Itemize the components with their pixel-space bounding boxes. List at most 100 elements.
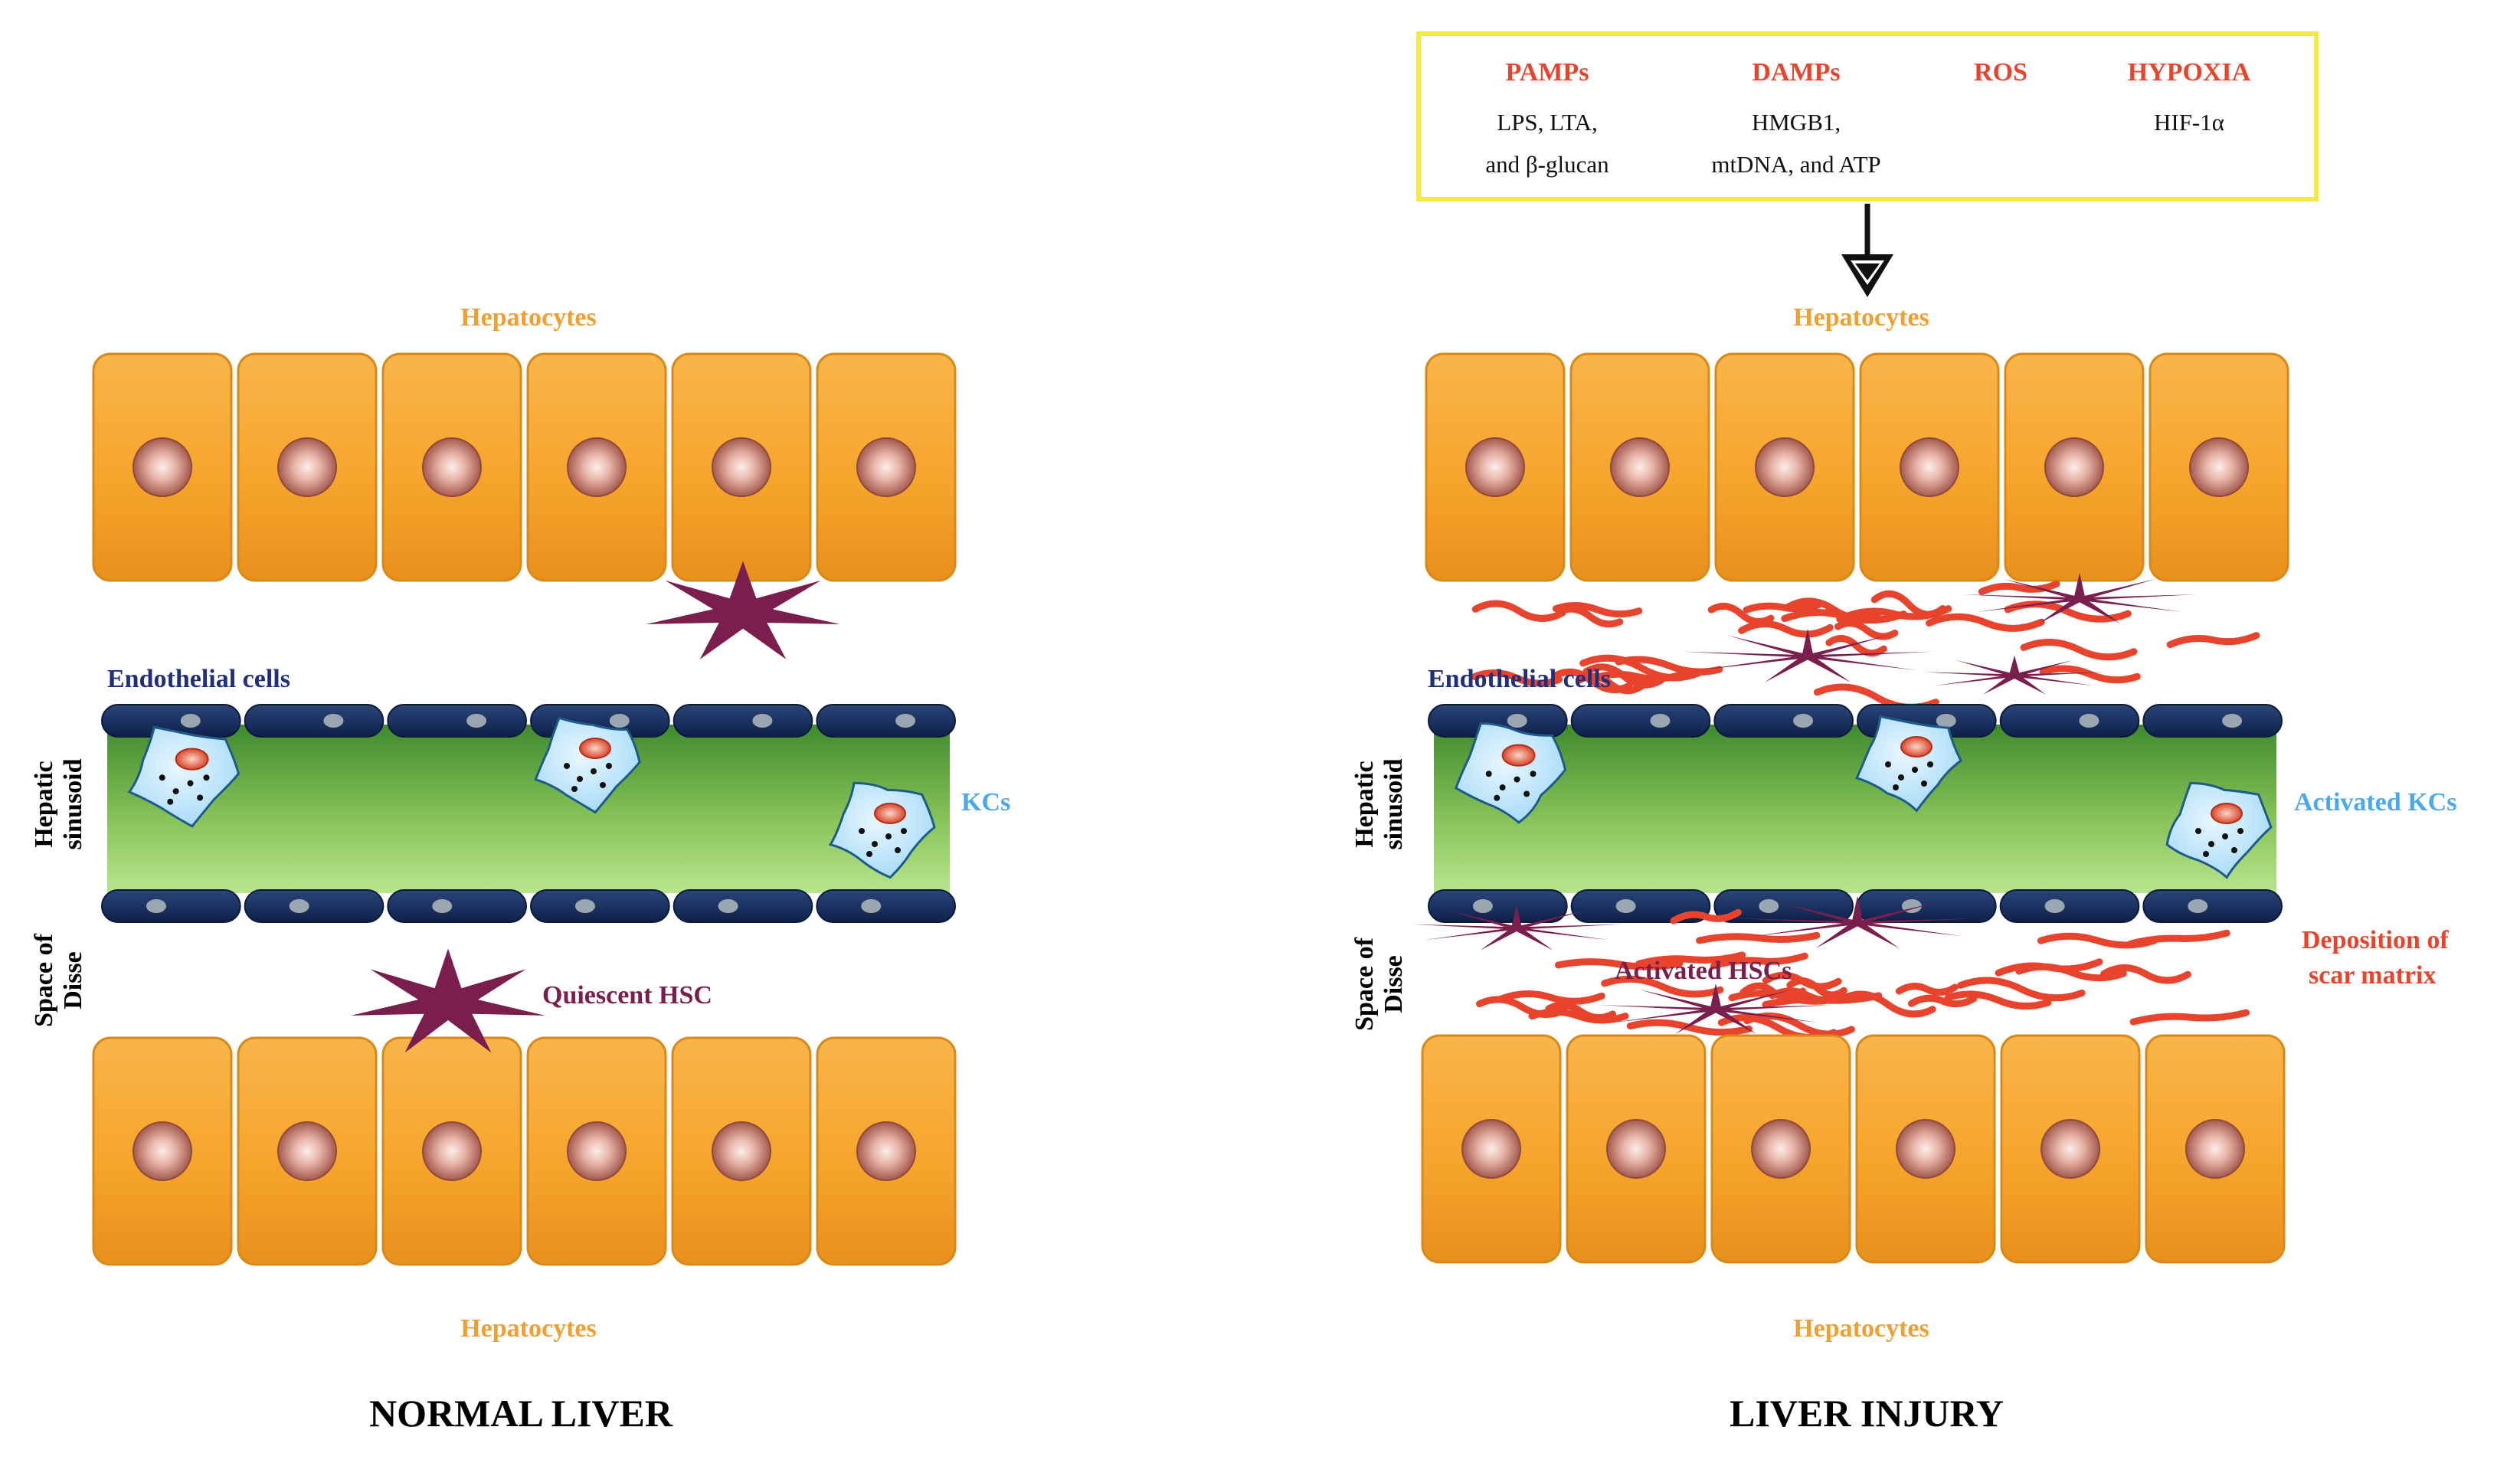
endothelial-cell-nucleus [610,714,630,728]
hepatocyte-nucleus [133,438,191,496]
hepatocyte [383,1038,521,1265]
hepatocyte-nucleus [1466,438,1524,496]
endothelial-cell-nucleus [146,899,166,913]
kupffer-cell-nucleus [176,748,208,769]
scar-fiber [2170,636,2257,645]
hepatocyte [1712,1036,1850,1262]
scar-fiber [2133,1013,2246,1022]
sinusoid-label: Hepatic sinusoid [30,758,87,849]
hepatocyte-nucleus [278,438,336,496]
endothelial-cell-body [1714,705,1853,737]
scar-matrix-label-line2: scar matrix [2309,961,2436,990]
endothelial-cell-nucleus [1793,714,1813,728]
hepatocyte-nucleus [1756,438,1814,496]
endothelial-cell-body [674,705,813,737]
hepatocyte-nucleus [1607,1120,1665,1178]
endothelial-cell-body [2143,705,2282,737]
sinusoid-label-line1: Hepatic [30,761,58,847]
endothelial-cell [817,890,955,922]
endothelial-cell-nucleus [2222,714,2242,728]
scar-fiber [1838,623,1894,637]
scar-fiber [1929,617,2042,628]
injury-sinusoid-label-line2: sinusoid [1379,758,1408,849]
endothelial-cell [102,890,241,922]
trigger-hypoxia: HYPOXIA [2128,58,2251,87]
granule [1927,761,1933,767]
sinusoid-lumen [107,725,950,893]
hepatocyte-nucleus [857,1122,915,1180]
hepatocyte-nucleus [423,438,481,496]
granule [1500,784,1506,790]
endothelial-cell-body [2001,890,2139,922]
endothelial-cell-nucleus [2188,899,2207,913]
scar-fiber [1475,604,1563,618]
hepatocyte-nucleus [1752,1120,1810,1178]
granule [901,828,907,834]
injury-hepatocyte-row-bottom [1422,1036,2284,1262]
endothelial-cell-body [245,890,384,922]
activated-hscs-label: Activated HSCs [1615,957,1792,985]
hepatocyte [2146,1036,2284,1262]
hepatocyte [2005,354,2143,581]
hepatocyte [817,354,955,581]
granule [1921,780,1927,787]
hepatocytes-top-label: Hepatocytes [460,303,597,332]
endothelial-cell [674,890,813,922]
scar-fiber [2024,642,2134,656]
injury-hepatic-sinusoid [1429,705,2282,922]
granule [600,782,606,788]
granule [197,795,203,801]
endothelial-cell-nucleus [323,714,343,728]
hepatocyte-nucleus [857,438,915,496]
endothelial-cells-label: Endothelial cells [107,665,290,693]
hepatocyte-row-top [93,354,955,581]
endothelial-cell-body [102,890,241,922]
endothelial-cell-body [245,705,384,737]
normal-liver-panel: Hepatocytes Endothelial cells Hepatic si… [30,303,1010,1435]
injury-hepatocytes-top-label: Hepatocytes [1793,303,1929,332]
endothelial-cell-nucleus [895,714,915,728]
hepatocyte-nucleus [712,438,771,496]
granule [2237,828,2243,834]
scar-fiber [1911,998,1974,1003]
hepatocyte [238,1038,376,1265]
hepatocyte [528,1038,666,1265]
scar-fiber [1829,638,1883,653]
disse-label-line1: Space of [30,933,58,1027]
injury-hepatocytes-bottom-label: Hepatocytes [1793,1314,1929,1343]
trigger-pamps: PAMPs [1506,58,1589,87]
granule [173,788,179,794]
granule [577,776,583,782]
endothelial-cell-nucleus [1759,899,1779,913]
hepatocyte [1422,1036,1560,1262]
injury-sinusoid-label: Hepatic sinusoid [1350,758,1408,849]
endothelial-cell-nucleus [1473,899,1493,913]
endothelial-cell-body [2001,705,2139,737]
endothelial-cell-nucleus [1616,899,1636,913]
scar-matrix-bottom [1480,912,2247,1037]
hepatocyte [2150,354,2288,581]
endothelial-cell-body [531,890,669,922]
injury-disse-label-line2: Disse [1379,955,1408,1013]
granule [1912,767,1918,773]
hepatocyte [1861,354,1998,581]
endothelial-cell [531,890,669,922]
hepatocyte [1571,354,1709,581]
kcs-label: KCs [961,788,1010,816]
trigger-pamps-detail-2: and β-glucan [1485,151,1609,178]
endothelial-cell-nucleus [1936,714,1956,728]
hepatocyte [93,354,231,581]
liver-injury-title: LIVER INJURY [1730,1392,2004,1435]
granule [204,774,210,780]
hepatocyte-nucleus [568,1122,626,1180]
granule [2203,851,2209,857]
granule [2195,828,2201,834]
kupffer-cell-nucleus [1503,744,1535,765]
endothelial-cell-nucleus [181,714,201,728]
endothelial-cell [1572,705,1710,737]
granule [1523,791,1530,797]
trigger-ros: ROS [1974,58,2027,87]
hepatocyte-nucleus [278,1122,336,1180]
granule [2222,833,2228,839]
